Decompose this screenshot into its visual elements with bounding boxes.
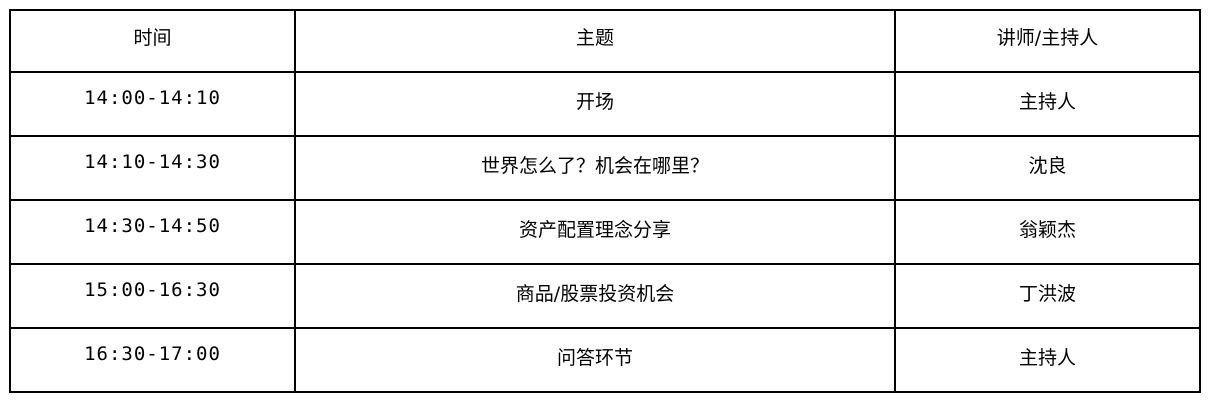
- table-row: 14:10-14:30 世界怎么了？机会在哪里？ 沈良: [9, 135, 1201, 201]
- time-cell: 14:00-14:10: [9, 71, 296, 137]
- time-cell: 14:10-14:30: [9, 135, 296, 201]
- header-topic: 主题: [294, 9, 896, 73]
- speaker-cell: 主持人: [894, 327, 1201, 393]
- topic-cell: 资产配置理念分享: [294, 199, 896, 265]
- table-header: 时间 主题 讲师/主持人: [9, 9, 1201, 73]
- table-row: 14:00-14:10 开场 主持人: [9, 71, 1201, 137]
- topic-cell: 开场: [294, 71, 896, 137]
- speaker-cell: 丁洪波: [894, 263, 1201, 329]
- speaker-cell: 翁颖杰: [894, 199, 1201, 265]
- time-cell: 16:30-17:00: [9, 327, 296, 393]
- table-row: 15:00-16:30 商品/股票投资机会 丁洪波: [9, 263, 1201, 329]
- header-speaker: 讲师/主持人: [894, 9, 1201, 73]
- header-row: 时间 主题 讲师/主持人: [9, 9, 1201, 73]
- table-row: 14:30-14:50 资产配置理念分享 翁颖杰: [9, 199, 1201, 265]
- topic-cell: 商品/股票投资机会: [294, 263, 896, 329]
- schedule-table: 时间 主题 讲师/主持人 14:00-14:10 开场 主持人 14:10-14…: [9, 9, 1201, 393]
- time-cell: 15:00-16:30: [9, 263, 296, 329]
- table-row: 16:30-17:00 问答环节 主持人: [9, 327, 1201, 393]
- topic-cell: 问答环节: [294, 327, 896, 393]
- header-time: 时间: [9, 9, 296, 73]
- speaker-cell: 沈良: [894, 135, 1201, 201]
- speaker-cell: 主持人: [894, 71, 1201, 137]
- time-cell: 14:30-14:50: [9, 199, 296, 265]
- topic-cell: 世界怎么了？机会在哪里？: [294, 135, 896, 201]
- table-body: 14:00-14:10 开场 主持人 14:10-14:30 世界怎么了？机会在…: [9, 71, 1201, 393]
